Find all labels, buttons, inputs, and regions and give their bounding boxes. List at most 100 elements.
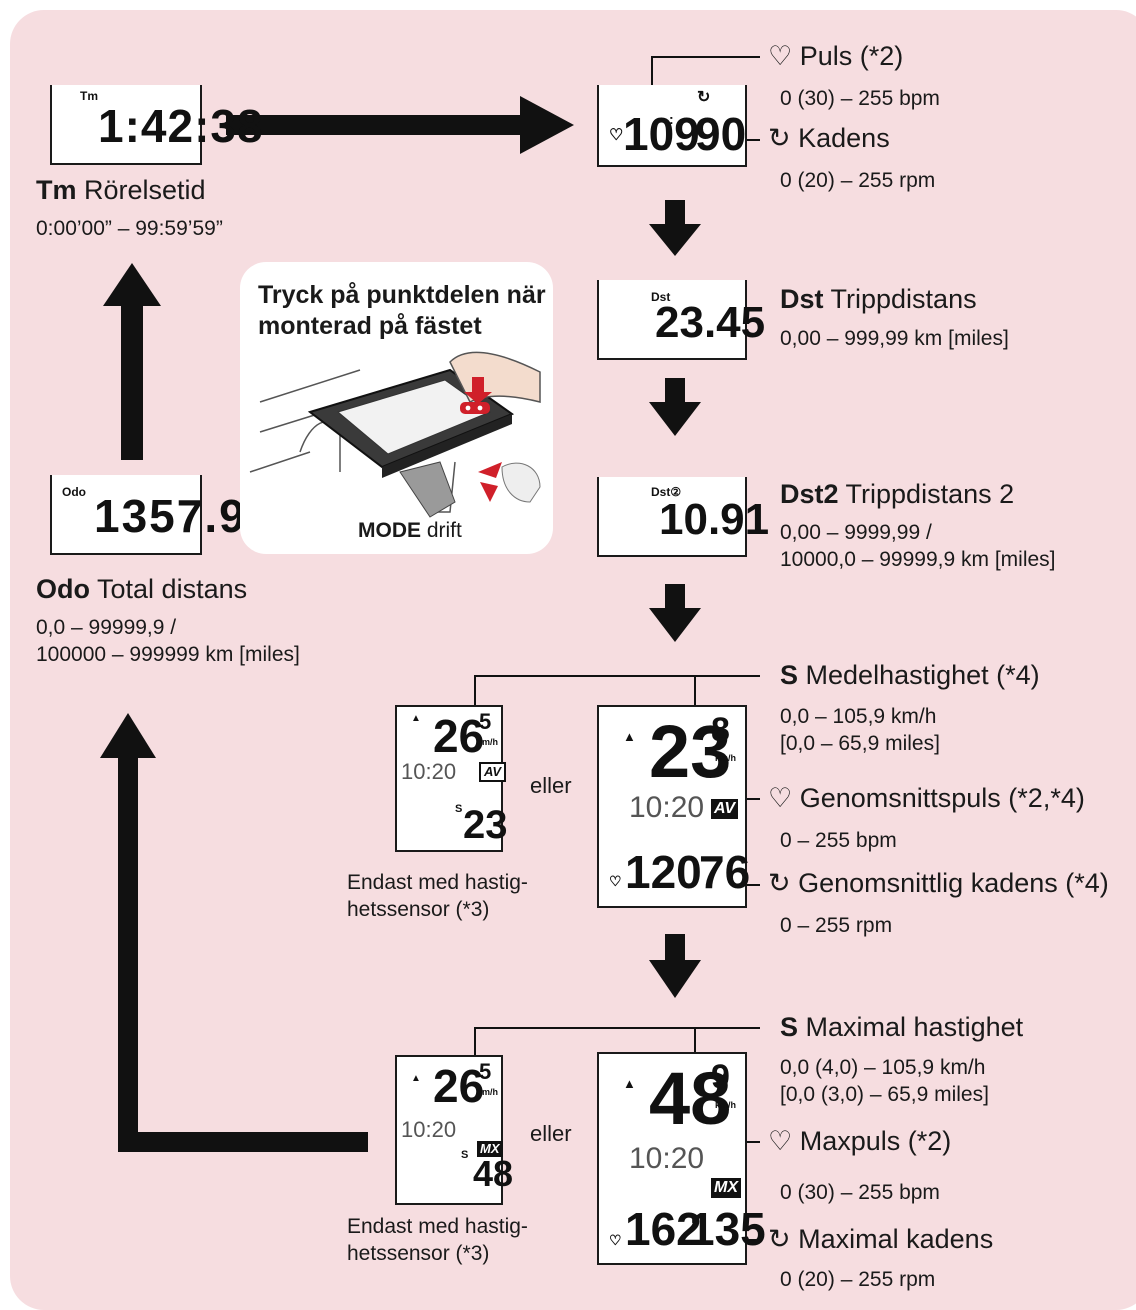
up-triangle-icon: ▲ — [623, 1076, 636, 1091]
moving-time-label: Tm Rörelsetid — [36, 175, 206, 205]
arrowhead-right — [520, 96, 574, 154]
computer-on-mount-illustration — [249, 351, 541, 518]
heart-icon: ♡ — [609, 1232, 622, 1248]
lcd-hr-value: 109 — [623, 108, 700, 160]
moving-time-range: 0:00’00” – 99:59’59” — [36, 217, 223, 240]
mode-panel — [10, 10, 1136, 1310]
lcd-mode-badge: MX — [477, 1141, 503, 1157]
speed-sensor-note-1: Endast med hastig- — [347, 871, 528, 894]
lcd-clock: 10:20 — [629, 791, 705, 824]
average-cadence-range: 0 – 255 rpm — [780, 914, 893, 937]
lcd-tag: Dst — [651, 290, 671, 304]
lcd-hr-value: 162 — [625, 1203, 702, 1255]
arrow-down-2 — [649, 378, 701, 436]
max-cadence-label: ↻ Maximal kadens — [768, 1224, 994, 1254]
heart-icon: ♡ — [609, 873, 622, 889]
or-text: eller — [530, 1121, 572, 1146]
arrow-down-3 — [649, 584, 701, 642]
lcd-value: 1357.9 — [94, 490, 247, 542]
lcd-cad-value: 135 — [689, 1203, 766, 1255]
trip-distance-label: Dst Trippdistans — [780, 284, 977, 314]
lcd-cad-value: 76 — [699, 846, 751, 898]
lcd-unit: km/h — [477, 1087, 499, 1097]
arrow-down-1 — [649, 200, 701, 256]
trip-distance-2-range-2: 10000,0 – 99999,9 km [miles] — [780, 548, 1056, 571]
lcd-value: 48 — [473, 1153, 514, 1194]
callout-title: Tryck på punktdelen när monterad på fäst… — [258, 281, 546, 341]
lcd-mode-badge: AV — [479, 762, 507, 782]
lcd-value: 1:42:38 — [98, 100, 264, 152]
or-text: eller — [530, 773, 572, 798]
average-cadence-label: ↻ Genomsnittlig kadens (*4) — [768, 868, 1109, 898]
lcd-tag: Odo — [62, 485, 86, 499]
lcd-value: 23 — [463, 803, 508, 847]
arrow-tm-to-hr — [226, 115, 522, 135]
lcd-clock: 10:20 — [401, 1117, 457, 1142]
cadence-label: ↻ Kadens — [768, 123, 890, 153]
lcd-average-speed-only: ▲ 26 5 km/h 10:20 AV S 23 — [395, 705, 508, 852]
lcd-moving-time: Tm 1:42:38 — [50, 85, 263, 165]
lcd-mode-badge: AV — [711, 799, 739, 819]
lcd-speed: 48 — [649, 1057, 732, 1140]
trip-distance-range: 0,00 – 999,99 km [miles] — [780, 327, 1009, 350]
callout-caption: MODE drift — [358, 519, 462, 542]
average-speed-range-2: [0,0 – 65,9 miles] — [780, 732, 940, 755]
max-hr-label: ♡ Maxpuls (*2) — [768, 1126, 952, 1156]
up-triangle-icon: ▲ — [411, 713, 421, 724]
lcd-clock: 10:20 — [401, 759, 457, 784]
lcd-speed: 23 — [649, 710, 732, 793]
lcd-unit: km/h — [477, 737, 499, 747]
max-cadence-range: 0 (20) – 255 rpm — [780, 1268, 936, 1291]
lcd-speed: 26 — [433, 710, 485, 762]
lcd-speed-decimal: 5 — [479, 709, 492, 734]
max-speed-range-2: [0,0 (3,0) – 65,9 miles] — [780, 1083, 989, 1106]
speed-sensor-note-1: Endast med hastig- — [347, 1215, 528, 1238]
average-speed-range-1: 0,0 – 105,9 km/h — [780, 705, 937, 728]
lcd-cad-value: 90 — [695, 108, 747, 160]
lcd-max-speed-only: ▲ 26 5 km/h 10:20 MX S 48 — [395, 1055, 513, 1205]
lcd-speed-decimal: 9 — [711, 1058, 730, 1096]
lcd-clock: 10:20 — [629, 1142, 705, 1175]
lcd-value: 10.91 — [659, 495, 770, 544]
lcd-average-full: ▲ 23 8 km/h 10:20 AV ♡ 120 76 — [597, 705, 751, 908]
cadence-icon: ↻ — [697, 89, 711, 106]
max-speed-range-1: 0,0 (4,0) – 105,9 km/h — [780, 1056, 986, 1079]
trip-distance-2-range-1: 0,00 – 9999,99 / — [780, 521, 932, 544]
lcd-hr-value: 120 — [625, 846, 702, 898]
trip-distance-2-label: Dst2 Trippdistans 2 — [780, 479, 1015, 509]
lcd-s-marker: S — [461, 1149, 469, 1161]
up-triangle-icon: ▲ — [623, 729, 636, 744]
up-triangle-icon: ▲ — [411, 1073, 421, 1084]
heart-rate-range: 0 (30) – 255 bpm — [780, 87, 940, 110]
lcd-odometer: Odo 1357.9 — [50, 475, 245, 555]
odometer-range-2: 100000 – 999999 km [miles] — [36, 643, 300, 666]
lcd-trip-distance: Dst 23.45 — [597, 280, 765, 360]
mode-button-callout: Tryck på punktdelen när monterad på fäst… — [240, 262, 553, 554]
average-hr-range: 0 – 255 bpm — [780, 829, 897, 852]
odometer-label: Odo Total distans — [36, 574, 248, 604]
max-speed-label: S Maximal hastighet — [780, 1012, 1024, 1042]
lcd-speed-decimal: 8 — [711, 711, 730, 749]
lcd-heart-rate-cadence: ♡ 109 : ↻ 90 — [597, 85, 747, 167]
lcd-max-full: ▲ 48 9 km/h 10:20 MX ♡ 162 135 — [597, 1052, 766, 1265]
lcd-colon: : — [669, 111, 674, 127]
arrow-return-max-to-odo — [100, 713, 368, 1152]
arrow-up-odo-to-tm — [103, 263, 161, 460]
lcd-unit: km/h — [715, 1100, 737, 1110]
odometer-range-1: 0,0 – 99999,9 / — [36, 616, 177, 639]
speed-sensor-note-2: hetssensor (*3) — [347, 898, 490, 921]
arrow-down-4 — [649, 934, 701, 998]
lcd-unit: km/h — [715, 753, 737, 763]
max-hr-range: 0 (30) – 255 bpm — [780, 1181, 940, 1204]
lcd-value: 23.45 — [655, 298, 766, 347]
lcd-speed-decimal: 5 — [479, 1059, 492, 1084]
speed-sensor-note-2: hetssensor (*3) — [347, 1242, 490, 1265]
lcd-speed: 26 — [433, 1060, 485, 1112]
lcd-mode-badge: MX — [711, 1178, 741, 1198]
lcd-tag: Tm — [80, 89, 98, 103]
average-speed-label: S Medelhastighet (*4) — [780, 660, 1040, 690]
average-hr-label: ♡ Genomsnittspuls (*2,*4) — [768, 783, 1085, 813]
cadence-range: 0 (20) – 255 rpm — [780, 169, 936, 192]
lcd-s-marker: S — [455, 803, 463, 815]
